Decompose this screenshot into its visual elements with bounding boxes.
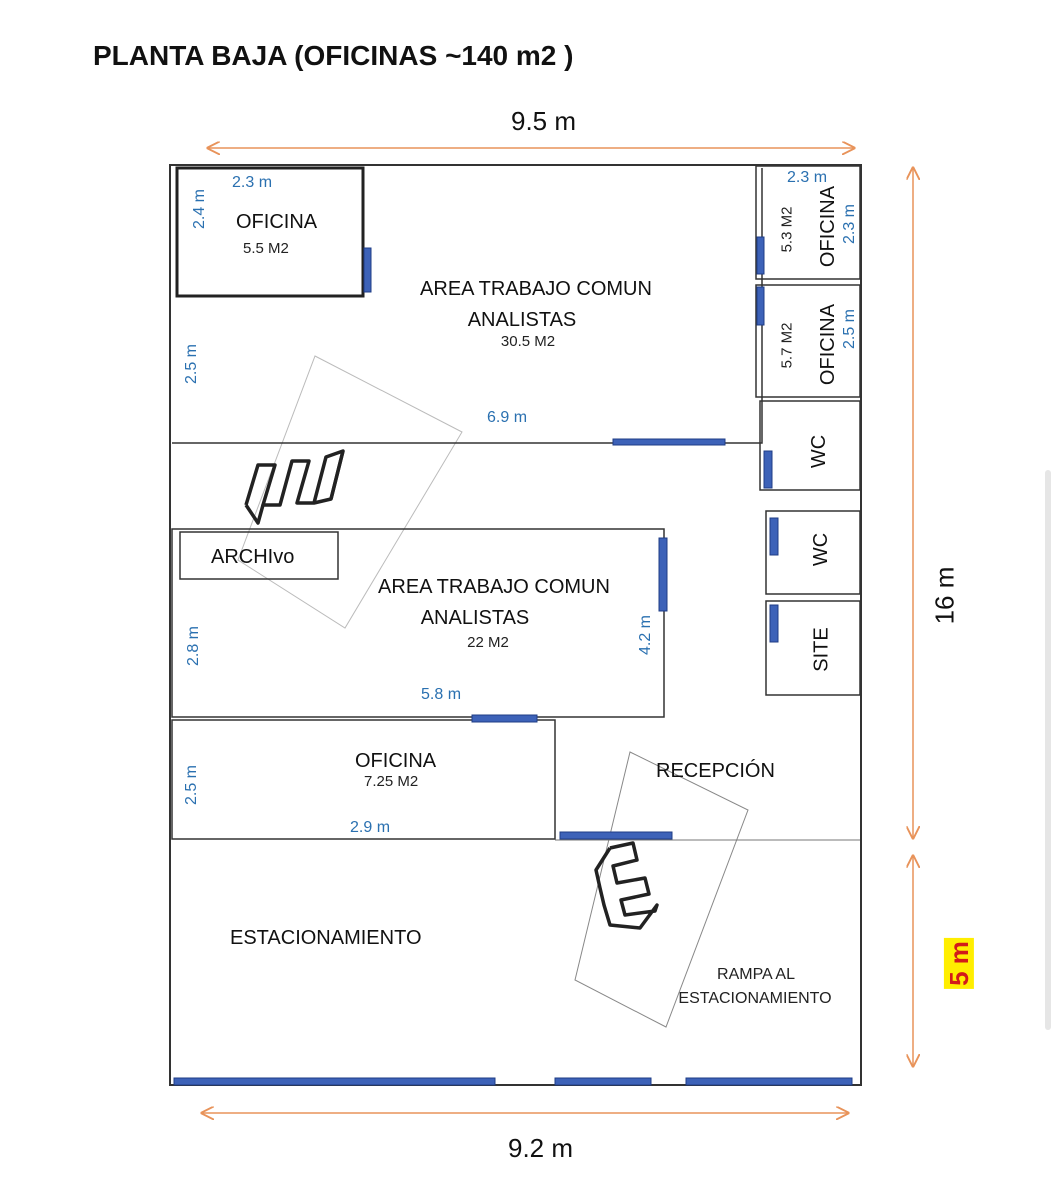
oficina-bottom-walls bbox=[171, 719, 556, 840]
oficina-top-left-label: OFICINA bbox=[236, 211, 318, 233]
door-parking-3 bbox=[685, 1077, 853, 1086]
site-label: SITE bbox=[810, 627, 833, 672]
oficina-bottom-area: 7.25 M2 bbox=[364, 773, 419, 790]
door-parking-2 bbox=[554, 1077, 652, 1086]
length-parking-highlight: 5 m bbox=[943, 938, 974, 989]
oficina-right-2-height: 2.5 m bbox=[841, 308, 859, 350]
area-comun-1-label-2: ANALISTAS bbox=[467, 309, 577, 331]
area-comun-1-walls bbox=[172, 168, 763, 444]
wc-2-walls bbox=[765, 510, 861, 595]
page-title: PLANTA BAJA (OFICINAS ~140 m2 ) bbox=[93, 40, 574, 71]
door-parking-1 bbox=[173, 1077, 496, 1086]
oficina-top-left-height: 2.4 m bbox=[191, 188, 209, 230]
oficina-right-1-width: 2.3 m bbox=[787, 169, 828, 186]
oficina-bottom-label: OFICINA bbox=[355, 750, 437, 772]
door-area-comun-1 bbox=[612, 438, 726, 446]
oficina-bottom-height: 2.5 m bbox=[183, 764, 201, 806]
area-comun-2-width: 5.8 m bbox=[421, 686, 462, 703]
rampa-label-2: ESTACIONAMIENTO bbox=[678, 990, 832, 1007]
wc-1-walls bbox=[759, 400, 861, 491]
area-comun-2-walls bbox=[171, 528, 665, 718]
oficina-right-2-walls bbox=[755, 284, 861, 398]
wc-2-label: WC bbox=[810, 532, 833, 567]
stairs-upper-icon bbox=[244, 449, 345, 525]
archivo-walls bbox=[179, 531, 339, 580]
area-comun-2-height-right: 4.2 m bbox=[637, 614, 655, 656]
area-comun-2-height-left: 2.8 m bbox=[185, 625, 203, 667]
area-comun-2-label-1: AREA TRABAJO COMUN bbox=[378, 576, 610, 598]
door-oficina-right-1 bbox=[756, 236, 765, 275]
oficina-right-1-walls bbox=[755, 165, 861, 280]
oficina-right-1-area: 5.3 M2 bbox=[778, 206, 796, 253]
door-wc-1 bbox=[763, 450, 773, 489]
archivo-label: ARCHIvo bbox=[211, 546, 295, 568]
doors bbox=[173, 236, 853, 1086]
rampa-label-1: RAMPA AL bbox=[717, 966, 795, 983]
length-parking-label: 5 m bbox=[943, 938, 975, 989]
oficina-top-left-area: 5.5 M2 bbox=[243, 240, 289, 257]
recepcion-label: RECEPCIÓN bbox=[656, 760, 775, 782]
area-comun-2-area: 22 M2 bbox=[467, 634, 509, 651]
oficina-right-1-label: OFICINA bbox=[817, 185, 840, 268]
stairs-lower-icon bbox=[594, 841, 659, 930]
oficina-top-left-walls bbox=[175, 166, 365, 298]
oficina-right-2-area: 5.7 M2 bbox=[778, 322, 796, 369]
oficina-bottom-width: 2.9 m bbox=[350, 819, 391, 836]
area-comun-2-label-2: ANALISTAS bbox=[420, 607, 530, 629]
oficina-top-left-width: 2.3 m bbox=[232, 174, 273, 191]
area-comun-1-area: 30.5 M2 bbox=[500, 333, 556, 350]
wc-1-label: WC bbox=[808, 434, 831, 469]
door-wc-2 bbox=[769, 517, 779, 556]
stair-helper-outline bbox=[237, 355, 463, 629]
door-oficina-top-left bbox=[363, 247, 372, 293]
vertical-scrollbar[interactable] bbox=[1045, 470, 1051, 1030]
oficina-right-2-label: OFICINA bbox=[817, 303, 840, 386]
door-oficina-bottom bbox=[471, 714, 538, 723]
door-area-comun-2 bbox=[658, 537, 668, 612]
door-recepcion bbox=[559, 831, 673, 840]
door-site bbox=[769, 604, 779, 643]
site-walls bbox=[765, 600, 861, 696]
area-comun-1-height: 2.5 m bbox=[183, 343, 201, 385]
width-bottom-label: 9.2 m bbox=[508, 1133, 574, 1163]
building-outline bbox=[169, 164, 862, 1086]
ramp-outline bbox=[574, 751, 749, 1028]
area-comun-1-label-1: AREA TRABAJO COMUN bbox=[420, 278, 652, 300]
area-comun-1-width: 6.9 m bbox=[487, 409, 528, 426]
length-main-label: 16 m bbox=[929, 566, 960, 625]
width-top-label: 9.5 m bbox=[511, 106, 577, 136]
estacionamiento-label: ESTACIONAMIENTO bbox=[230, 927, 422, 949]
door-oficina-right-2 bbox=[756, 286, 765, 326]
oficina-right-1-height: 2.3 m bbox=[841, 203, 859, 245]
